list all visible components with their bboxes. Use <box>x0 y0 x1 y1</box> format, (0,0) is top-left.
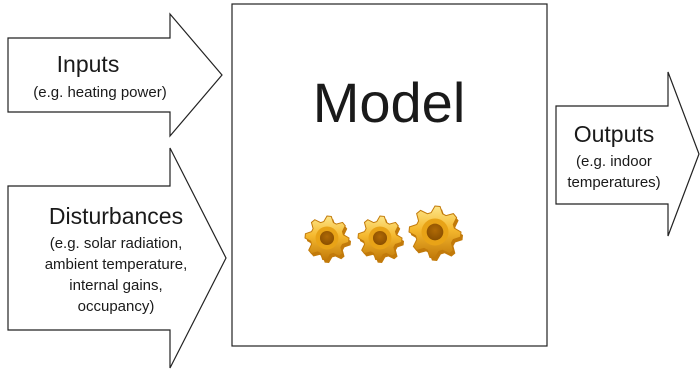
outputs-arrow: Outputs (e.g. indoor temperatures) <box>555 71 700 237</box>
outputs-title: Outputs <box>574 121 655 147</box>
disturbances-detail-line-1: (e.g. solar radiation, <box>50 235 183 252</box>
gear-middle <box>357 215 404 263</box>
outputs-detail-line-1: (e.g. indoor <box>576 153 652 170</box>
gears-icon <box>304 205 463 263</box>
disturbances-title: Disturbances <box>49 203 183 229</box>
disturbances-detail-line-2: ambient temperature, <box>45 256 188 273</box>
gear-right <box>408 205 463 261</box>
gear-left <box>304 215 351 263</box>
disturbances-arrow: Disturbances (e.g. solar radiation, ambi… <box>7 147 227 369</box>
model-box: Model <box>231 3 548 347</box>
outputs-detail-line-2: temperatures) <box>567 174 660 191</box>
inputs-detail: (e.g. heating power) <box>33 84 166 101</box>
inputs-arrow: Inputs (e.g. heating power) <box>7 12 223 138</box>
disturbances-detail-line-3: internal gains, <box>69 277 162 294</box>
disturbances-detail-line-4: occupancy) <box>78 298 155 315</box>
model-title: Model <box>313 71 466 134</box>
inputs-title: Inputs <box>57 51 120 77</box>
